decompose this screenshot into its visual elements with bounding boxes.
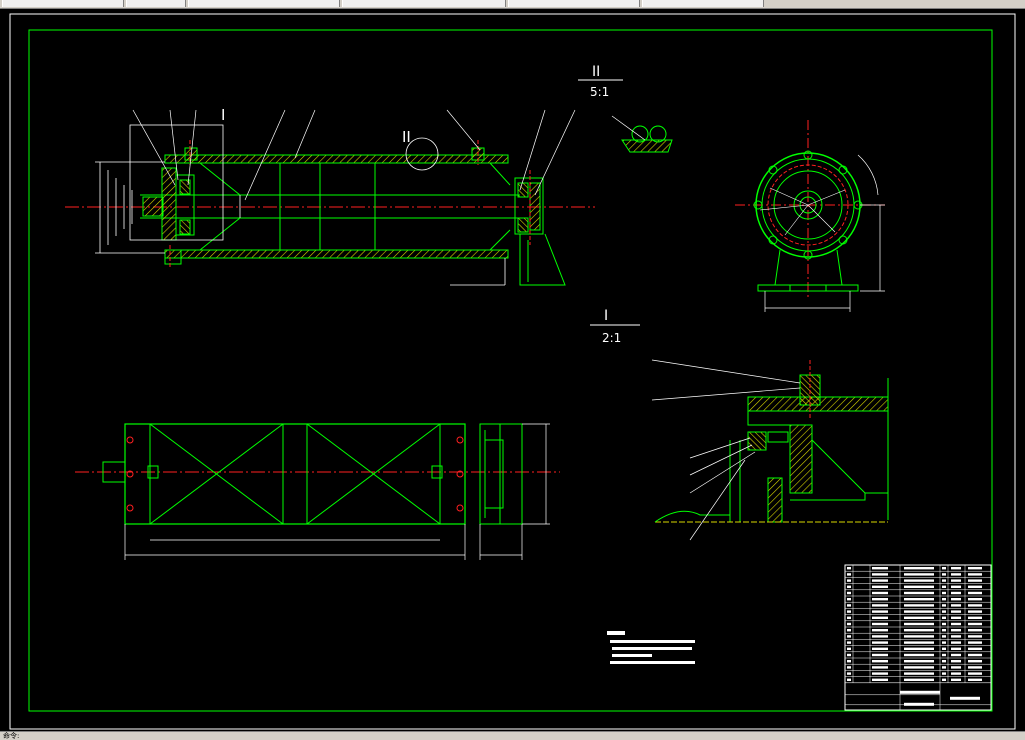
detail-I-scale: 2:1 [602,331,621,345]
toolbar-tab-2[interactable] [126,0,186,7]
command-prompt: 命令: [3,732,20,740]
title-block [844,564,992,711]
end-view [735,120,885,312]
title-bar [0,0,1025,9]
detail-I-view: I 2:1 [590,308,889,541]
toolbar-tab-4[interactable] [342,0,506,7]
toolbar-tab-6[interactable] [642,0,764,7]
technical-notes [607,631,695,664]
detail-I-roman: I [604,308,608,324]
drawing-frame [28,29,993,712]
detail-II-roman: II [592,64,600,80]
sheet-border [9,13,1016,730]
main-section-view: I II [65,106,595,286]
command-line[interactable]: 命令: [0,731,1025,740]
toolbar-tab-5[interactable] [508,0,640,7]
detail-II-scale: 5:1 [590,85,609,99]
plan-view [75,423,560,560]
drawing-canvas[interactable]: I II II 5:1 [0,8,1025,731]
section-mark-I: I [221,106,225,124]
toolbar-tab-3[interactable] [188,0,340,7]
toolbar-tab-1[interactable] [2,0,124,7]
section-mark-II: II [402,128,411,146]
detail-II-view: II 5:1 [578,64,673,153]
